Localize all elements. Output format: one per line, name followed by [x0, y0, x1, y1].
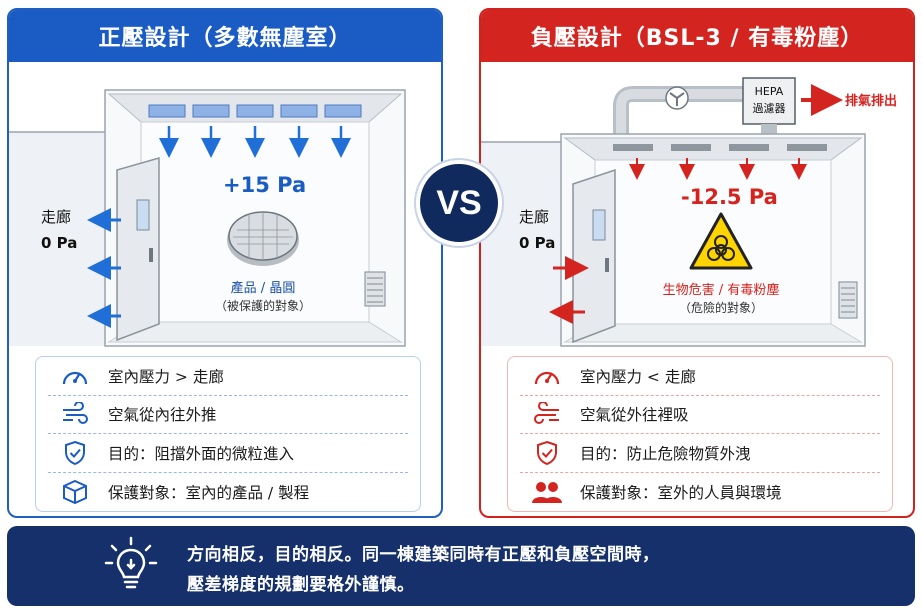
exhaust-label: 排氣排出	[845, 93, 897, 109]
positive-pressure-title: 正壓設計（多數無塵室）	[9, 10, 441, 62]
exhaust-duct	[613, 86, 743, 134]
wafer-icon	[227, 211, 299, 266]
positive-pressure-summary: 室內壓力 > 走廊 空氣從內往外推 目的：阻擋外面的微粒進入 保護對象：室內的產…	[35, 356, 421, 512]
summary-row-airflow: 空氣從外往裡吸	[520, 396, 880, 434]
corridor-label: 走廊	[41, 208, 71, 226]
summary-row-purpose: 目的：防止危險物質外洩	[520, 434, 880, 473]
negative-pressure-title: 負壓設計（BSL-3 / 有毒粉塵）	[481, 10, 913, 62]
box-icon	[58, 478, 92, 506]
summary-row-airflow: 空氣從內往外推	[48, 396, 408, 434]
footer-line-1: 方向相反，目的相反。同一棟建築同時有正壓和負壓空間時，	[187, 545, 660, 565]
people-icon	[530, 478, 564, 506]
summary-row-pressure: 室內壓力 > 走廊	[48, 357, 408, 396]
negative-pressure-room-diagram: HEPA 過濾器 排氣排出	[481, 77, 897, 347]
airflow-icon	[58, 400, 92, 428]
room-door	[116, 157, 160, 342]
ceiling-hepa-filters	[148, 104, 362, 118]
outflow-arrows	[87, 208, 121, 328]
object-label: 產品 / 晶圓	[231, 280, 296, 296]
shield-check-icon	[58, 439, 92, 467]
inflow-arrows	[549, 256, 589, 324]
hepa-filter-box: HEPA 過濾器	[742, 77, 796, 134]
lightbulb-icon	[103, 536, 159, 600]
summary-row-protected: 保護對象：室內的產品 / 製程	[48, 473, 408, 512]
hazard-label: 生物危害 / 有毒粉塵	[663, 282, 780, 298]
corridor-pressure: 0 Pa	[41, 234, 77, 252]
footer-line-2: 壓差梯度的規劃要格外謹慎。	[187, 575, 415, 595]
room-door	[572, 168, 616, 344]
svg-text:HEPA: HEPA	[755, 85, 784, 98]
gauge-icon	[58, 362, 92, 390]
room-pressure-value: +15 Pa	[223, 173, 306, 197]
negative-pressure-panel: 負壓設計（BSL-3 / 有毒粉塵） HEPA 過濾器 排氣排出	[479, 8, 915, 518]
downflow-arrows	[159, 126, 351, 158]
vs-badge: VS	[416, 160, 502, 246]
biohazard-icon	[689, 212, 753, 270]
positive-pressure-panel: 正壓設計（多數無塵室）	[7, 8, 443, 518]
corridor-label: 走廊	[519, 208, 549, 226]
summary-row-purpose: 目的：阻擋外面的微粒進入	[48, 434, 408, 473]
negative-pressure-summary: 室內壓力 < 走廊 空氣從外往裡吸 目的：防止危險物質外洩 保護對象：室外的人員…	[507, 356, 893, 512]
room-pressure-value: -12.5 Pa	[681, 185, 778, 209]
svg-text:過濾器: 過濾器	[753, 101, 786, 115]
hazard-sub-label: （危險的對象）	[679, 300, 763, 315]
ceiling-suction-arrows	[629, 158, 807, 180]
summary-row-protected: 保護對象：室外的人員與環境	[520, 473, 880, 512]
summary-row-pressure: 室內壓力 < 走廊	[520, 357, 880, 396]
object-sub-label: （被保護的對象）	[215, 298, 311, 313]
exhaust-grilles	[613, 144, 827, 151]
footer-banner: 方向相反，目的相反。同一棟建築同時有正壓和負壓空間時， 壓差梯度的規劃要格外謹慎…	[7, 526, 915, 606]
positive-pressure-room-diagram: 走廊 0 Pa +15 Pa 產品 / 晶圓 （被保護的對象）	[9, 89, 406, 347]
gauge-icon	[530, 362, 564, 390]
shield-check-icon	[530, 439, 564, 467]
corridor-pressure: 0 Pa	[519, 234, 555, 252]
airflow-icon	[530, 400, 564, 428]
